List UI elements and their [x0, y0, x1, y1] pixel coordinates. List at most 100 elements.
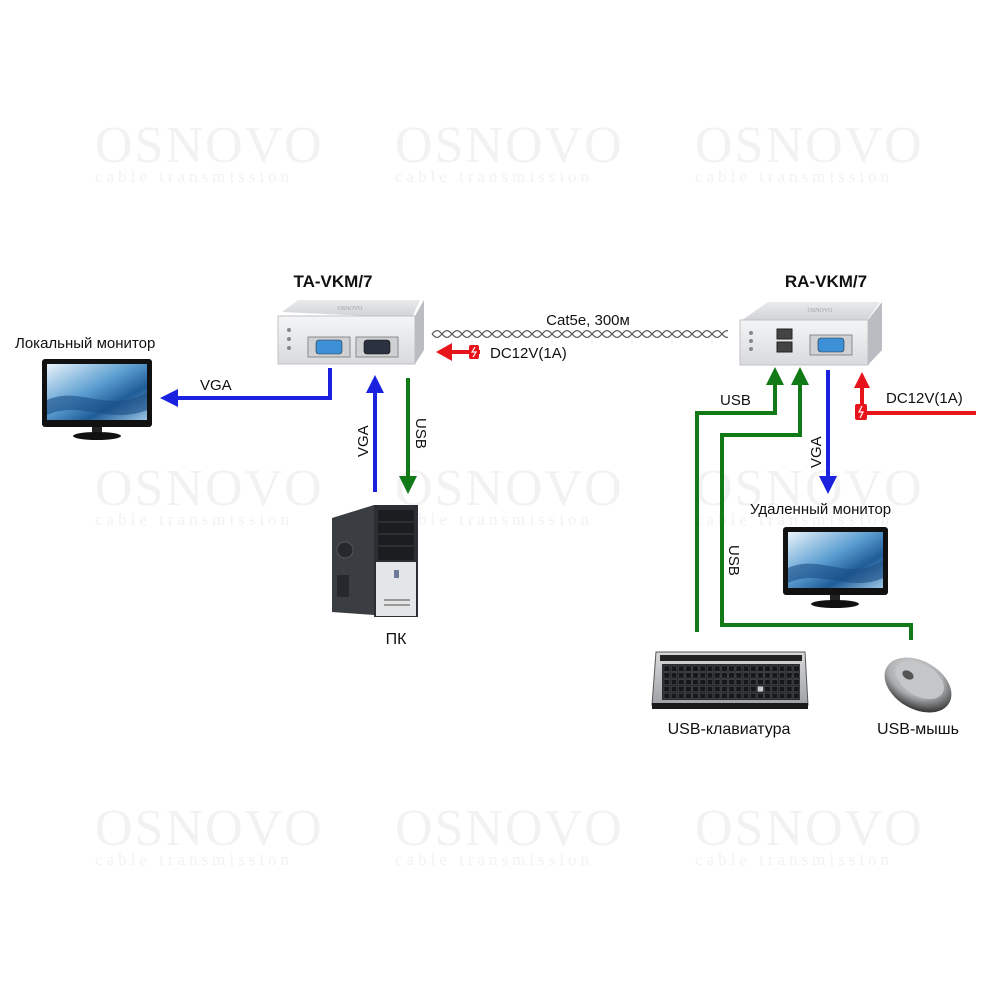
remote-monitor-label: Удаленный монитор [750, 501, 891, 518]
usb-port [776, 328, 793, 340]
keyboard-key [728, 672, 735, 679]
led-indicator [287, 328, 291, 332]
pc-vga-label: VGA [355, 425, 372, 457]
keyboard-key [786, 672, 793, 679]
svg-text:OSNOVO: OSNOVO [695, 800, 924, 857]
keyboard-key [699, 672, 706, 679]
keyboard-key [663, 672, 670, 679]
receiver-device: OSNOVO [739, 302, 882, 366]
keyboard-key [699, 693, 706, 699]
keyboard-key [692, 679, 699, 685]
vga-link-local-monitor [160, 368, 332, 407]
keyboard-key [671, 665, 678, 672]
keyboard-key [671, 679, 678, 685]
svg-text:OSNOVO: OSNOVO [395, 800, 624, 857]
usb-port [776, 341, 793, 353]
led-indicator [287, 337, 291, 341]
keyboard-key [699, 679, 706, 685]
tx-power-label: DC12V(1A) [490, 345, 567, 362]
keyboard-key [728, 679, 735, 685]
led-indicator [749, 331, 753, 335]
keyboard-key [764, 672, 771, 679]
arrow-down-icon [399, 476, 417, 494]
keyboard-key [793, 693, 800, 699]
arrow-up-icon [854, 372, 870, 388]
rx-power-connector [854, 372, 976, 420]
keyboard-key [743, 686, 750, 692]
svg-text:cable transmission: cable transmission [95, 850, 293, 869]
keyboard-key [743, 679, 750, 685]
keyboard-key [779, 679, 786, 685]
svg-text:cable transmission: cable transmission [395, 510, 593, 529]
keyboard-key [728, 665, 735, 672]
svg-text:cable transmission: cable transmission [695, 510, 893, 529]
keyboard-key [678, 693, 685, 699]
keyboard-key [779, 672, 786, 679]
keyboard-key [685, 686, 692, 692]
keyboard-key [671, 686, 678, 692]
keyboard-key [692, 686, 699, 692]
keyboard-key [663, 693, 670, 699]
keyboard-key [728, 693, 735, 699]
keyboard-key [707, 665, 714, 672]
keyboard-key [793, 672, 800, 679]
keyboard-key [793, 665, 800, 672]
keyboard-key [707, 672, 714, 679]
arrow-up-icon [791, 367, 809, 385]
keyboard-key [707, 693, 714, 699]
keyboard-key [721, 672, 728, 679]
cable-label: Cat5e, 300м [546, 312, 630, 329]
led-indicator [287, 346, 291, 350]
remote-vga-label: VGA [808, 436, 825, 468]
keyboard-key [707, 679, 714, 685]
keyboard-key [779, 693, 786, 699]
keyboard-key [692, 665, 699, 672]
keyboard-key [786, 679, 793, 685]
arrow-down-icon [819, 476, 837, 494]
usb-link-mouse [720, 367, 913, 640]
svg-text:cable transmission: cable transmission [95, 167, 293, 186]
led-indicator [749, 339, 753, 343]
keyboard-key [663, 679, 670, 685]
keyboard-key [663, 665, 670, 672]
keyboard-key [750, 686, 757, 692]
keyboard-key [714, 665, 721, 672]
keyboard-key [735, 672, 742, 679]
local-monitor [42, 359, 152, 440]
keyboard-key [771, 686, 778, 692]
keyboard-key [721, 665, 728, 672]
keyboard-key [685, 665, 692, 672]
keyboard-key [671, 693, 678, 699]
keyboard-key [707, 686, 714, 692]
keyboard-key [750, 672, 757, 679]
vga-link-pc-to-transmitter [366, 375, 384, 492]
usb-link-transmitter-to-pc [399, 378, 417, 494]
transmitter-title: TA-VKM/7 [293, 272, 372, 291]
brand-plate: OSNOVO [807, 308, 833, 314]
local-vga-label: VGA [200, 377, 232, 394]
keyboard-key [663, 686, 670, 692]
keyboard-key [743, 665, 750, 672]
keyboard-key [685, 679, 692, 685]
keyboard-key [743, 672, 750, 679]
keyboard-key [671, 672, 678, 679]
transmitter-device: OSNOVO [277, 300, 424, 365]
svg-text:OSNOVO: OSNOVO [395, 117, 624, 174]
local-monitor-label: Локальный монитор [15, 335, 155, 352]
keyboard-key [692, 672, 699, 679]
arrow-up-icon [766, 367, 784, 385]
keyboard-key [771, 672, 778, 679]
svg-text:cable transmission: cable transmission [395, 850, 593, 869]
brand-plate: OSNOVO [337, 306, 363, 312]
tx-power-connector [436, 343, 480, 361]
keyboard-key [685, 693, 692, 699]
keyboard-key [757, 686, 764, 692]
